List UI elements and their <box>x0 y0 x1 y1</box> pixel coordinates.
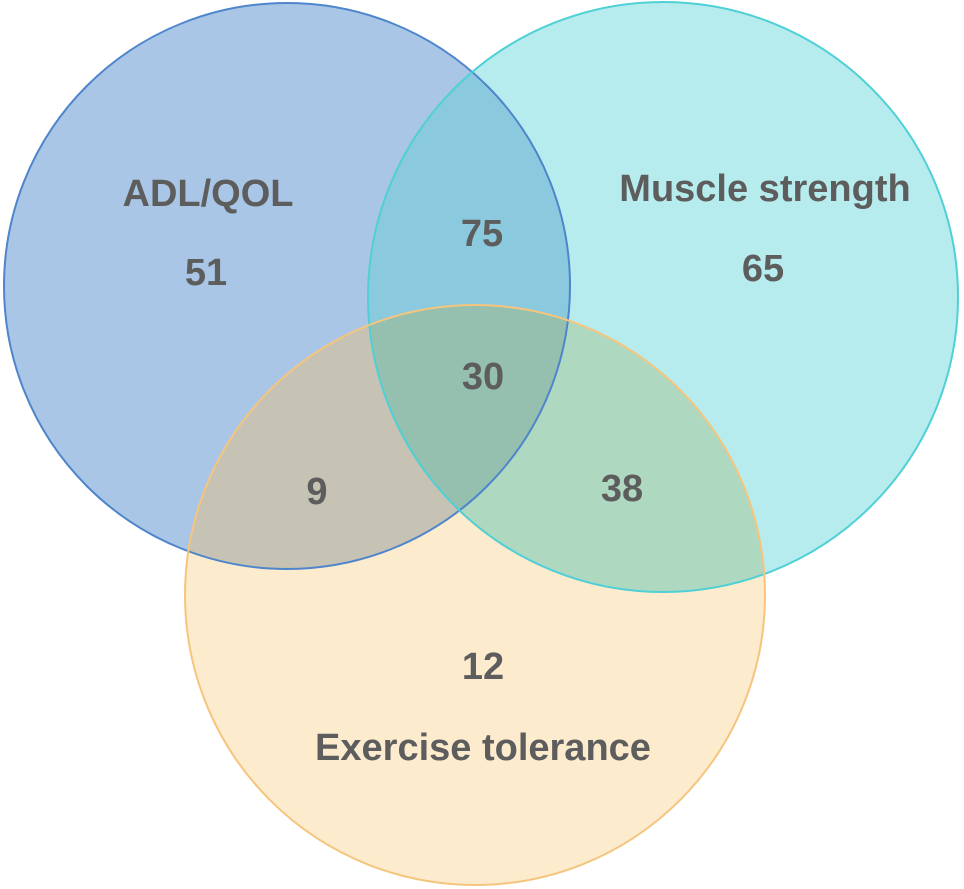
overlap-region-adl-exercise <box>185 305 570 569</box>
set-adl-qol-outline <box>3 2 571 570</box>
set-label-muscle-strength: Muscle strength <box>619 168 910 210</box>
count-adl-muscle-overlap: 75 <box>461 213 503 255</box>
count-muscle-strength-only: 65 <box>742 248 784 290</box>
count-exercise-tolerance-only: 12 <box>462 646 504 688</box>
set-muscle-strength-outline <box>367 1 959 593</box>
count-adl-qol-only: 51 <box>185 252 227 294</box>
overlap-region-muscle-exercise <box>368 305 765 592</box>
count-all-three-overlap: 30 <box>462 356 504 398</box>
count-muscle-exercise-overlap: 38 <box>601 468 643 510</box>
set-exercise-tolerance-outline <box>184 304 766 886</box>
set-label-adl-qol: ADL/QOL <box>123 173 294 215</box>
count-adl-exercise-overlap: 9 <box>306 471 327 513</box>
set-label-exercise-tolerance: Exercise tolerance <box>315 727 651 769</box>
